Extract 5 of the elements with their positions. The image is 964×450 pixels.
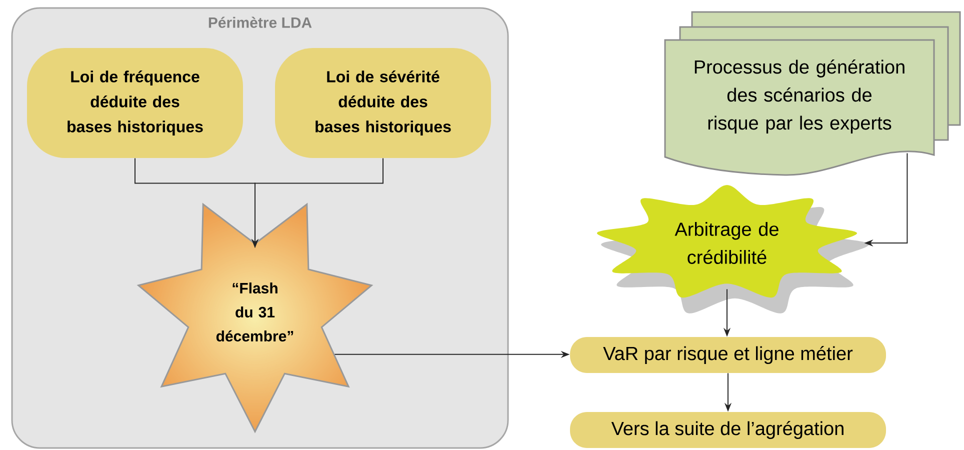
rounded-bar: VaR par risque et ligne métier (570, 337, 886, 373)
document-stack: Processus de génération des scénarios de risque par les experts (664, 11, 961, 176)
rounded-box: Loi de fréquence déduite des bases historiques (27, 48, 243, 158)
rounded-box: Loi de sévérité déduite des bases historiques (275, 48, 491, 158)
rounded-bar: Vers la suite de l’agrégation (570, 412, 886, 448)
